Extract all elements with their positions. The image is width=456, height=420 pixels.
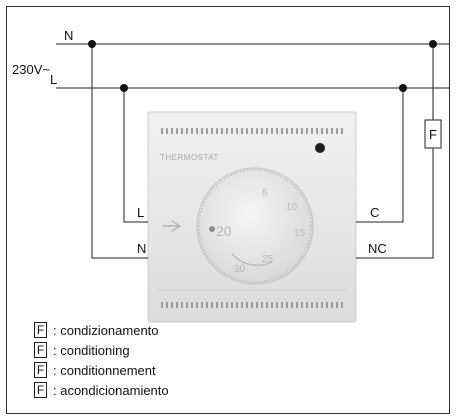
legend-item: F : conditionnement xyxy=(34,360,169,380)
bottom-vent xyxy=(161,302,343,308)
dial-mark-30: 30 xyxy=(234,264,246,275)
neutral-to-terminal-wire xyxy=(91,44,148,259)
dial-mark-20: 20 xyxy=(216,223,232,239)
voltage-label: 230V~ xyxy=(12,62,50,77)
temperature-dial[interactable]: 5 10 15 20 25 30 xyxy=(196,167,314,285)
legend-text: : conditionnement xyxy=(53,362,156,378)
fuse-symbol: F xyxy=(424,119,442,149)
thermostat-device: THERMOSTAT 5 10 15 20 25 30 xyxy=(147,111,357,323)
thermostat-brand-text: THERMOSTAT xyxy=(160,153,219,162)
dial-arrow-icon xyxy=(162,220,182,232)
dial-mark-15: 15 xyxy=(294,228,306,239)
diagram-border xyxy=(6,6,450,414)
top-vent xyxy=(161,128,343,134)
legend-item: F : acondicionamiento xyxy=(34,380,169,400)
dial-scale-arc xyxy=(231,253,273,267)
line-to-terminal-wire xyxy=(123,88,148,223)
legend-item: F : condizionamento xyxy=(34,320,169,340)
fuse-label: F xyxy=(429,127,437,142)
nc-to-fuse-wire xyxy=(356,148,434,259)
led-indicator xyxy=(315,143,325,153)
terminal-label-n: N xyxy=(137,241,146,256)
junction-dot-line-left xyxy=(120,84,128,92)
dial-mark-5: 5 xyxy=(262,188,268,199)
legend-item: F : conditioning xyxy=(34,340,169,360)
junction-dot-neutral-left xyxy=(88,40,96,48)
junction-dot-line-right xyxy=(399,84,407,92)
legend-text: : conditioning xyxy=(53,342,130,358)
legend-symbol: F xyxy=(34,382,47,398)
legend-symbol: F xyxy=(34,322,47,338)
dial-mark-25: 25 xyxy=(262,254,274,265)
junction-dot-neutral-right xyxy=(429,40,437,48)
dial-mark-10: 10 xyxy=(286,202,298,213)
legend: F : condizionamento F : conditioning F :… xyxy=(34,320,169,400)
dial-pointer-dot xyxy=(209,226,215,232)
terminal-label-nc: NC xyxy=(368,241,387,256)
terminal-label-l: L xyxy=(137,205,144,220)
legend-text: : condizionamento xyxy=(53,322,159,338)
legend-symbol: F xyxy=(34,362,47,378)
common-to-line-wire xyxy=(356,88,404,223)
terminal-label-c: C xyxy=(370,205,379,220)
legend-symbol: F xyxy=(34,342,47,358)
neutral-label: N xyxy=(64,28,73,43)
legend-text: : acondicionamiento xyxy=(53,382,169,398)
line-label: L xyxy=(50,72,57,87)
